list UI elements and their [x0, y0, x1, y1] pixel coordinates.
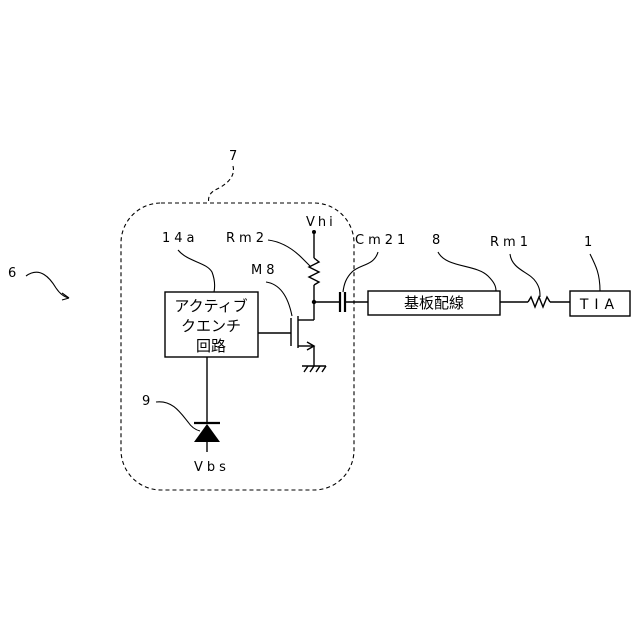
ref-1-label: 1: [584, 235, 596, 250]
ref-9-label: 9: [142, 394, 154, 409]
quench-label-line3: 回路: [196, 337, 226, 355]
vhi-label: Vhi: [306, 215, 336, 230]
substrate-wiring-label: 基板配線: [404, 294, 464, 312]
ground-hatch: [304, 366, 326, 372]
rm1-resistor: [528, 297, 550, 307]
chip-enclosure: [121, 203, 354, 490]
ref-8-label: 8: [432, 233, 444, 248]
ref-9-leader: [156, 402, 200, 431]
ref-8-leader: [438, 252, 496, 291]
quench-label-line2: クエンチ: [181, 317, 241, 335]
rm2-label: Rm2: [226, 231, 268, 246]
m8-label: M8: [251, 263, 279, 278]
ref-14a-label: 14a: [162, 231, 199, 246]
vbs-label: Vbs: [194, 460, 230, 475]
rm1-leader: [510, 254, 540, 297]
ref-7-leader: [209, 166, 234, 203]
m8-leader: [266, 282, 292, 316]
quench-label-line1: アクティブ: [174, 297, 247, 315]
ref-1-leader: [590, 254, 600, 291]
ref-6-label: 6: [8, 266, 20, 281]
tia-label: TIA: [579, 297, 620, 313]
ref-14a-leader: [178, 250, 215, 292]
ref-6-leader: [26, 272, 69, 298]
ref-7-label: 7: [229, 149, 241, 164]
cm21-label: Cm21: [355, 233, 409, 248]
photodiode-symbol: [194, 424, 220, 442]
rm1-label: Rm1: [490, 235, 532, 250]
rm2-resistor: [309, 258, 319, 285]
cm21-leader: [343, 252, 378, 292]
